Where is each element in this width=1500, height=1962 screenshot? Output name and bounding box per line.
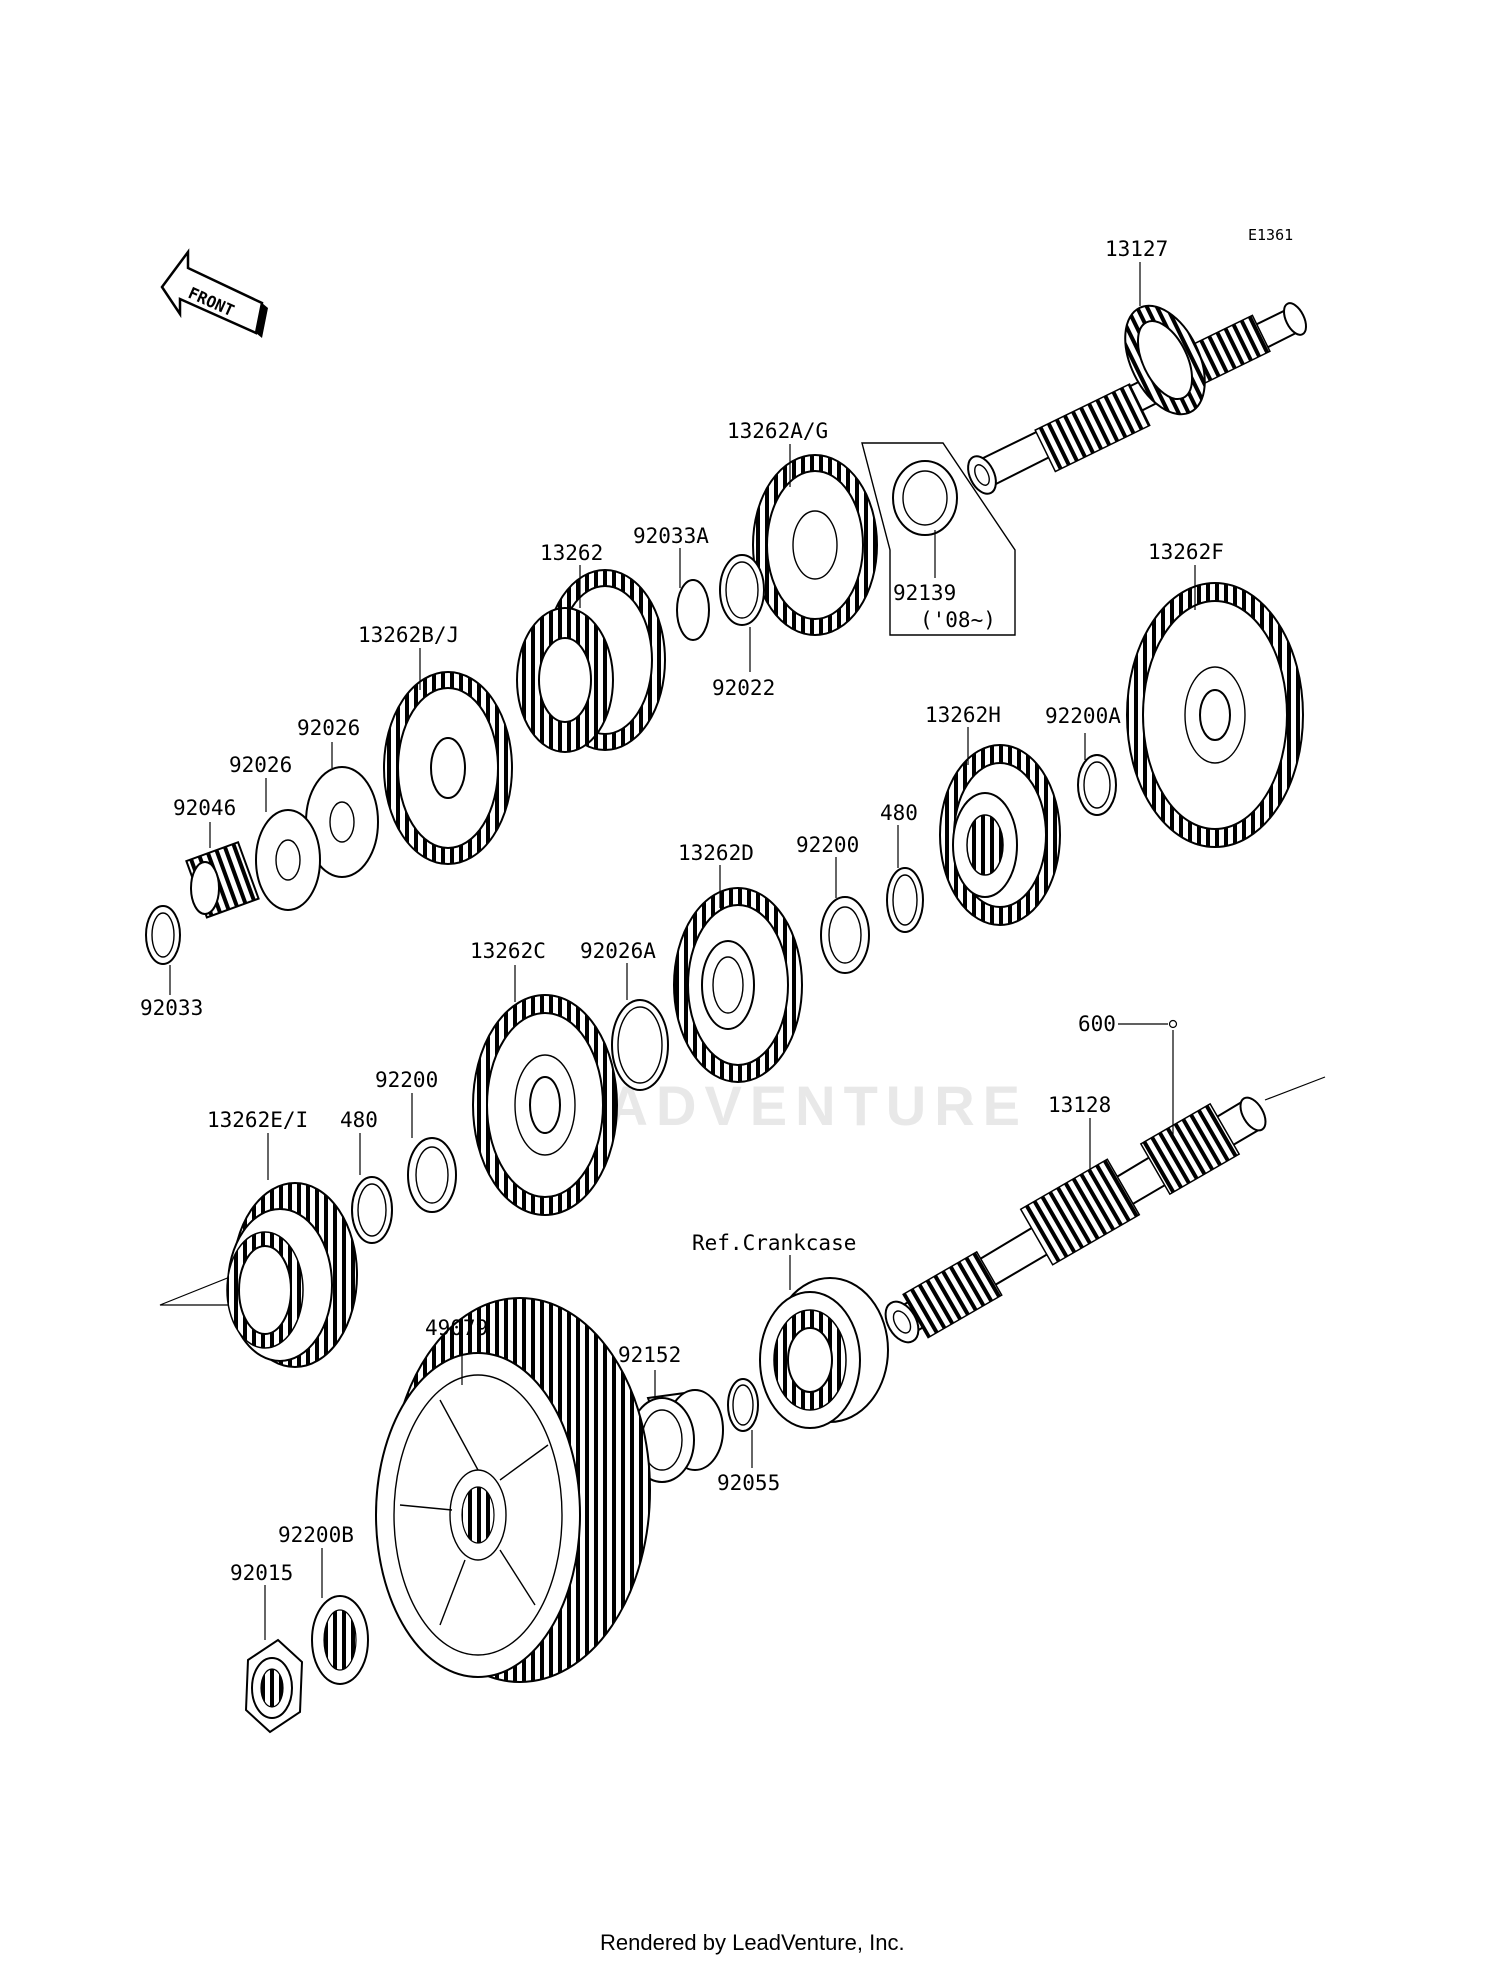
label-13262BJ: 13262B/J (358, 623, 459, 647)
label-13128: 13128 (1048, 1093, 1111, 1117)
washer-92200-a (820, 896, 870, 974)
circlip-480-b (351, 1176, 393, 1244)
label-13262: 13262 (540, 541, 603, 565)
label-92026A: 92026A (580, 939, 656, 963)
label-480-b: 480 (340, 1108, 378, 1132)
label-92033A: 92033A (633, 524, 709, 548)
label-92139: 92139 (893, 581, 956, 605)
label-92200B: 92200B (278, 1523, 354, 1547)
bearing-crankcase (759, 1277, 889, 1429)
nut-92015 (244, 1638, 304, 1734)
label-92046: 92046 (173, 796, 236, 820)
label-13262F: 13262F (1148, 540, 1224, 564)
shaft-13128 (884, 1076, 1326, 1344)
gear-13262D (673, 887, 803, 1083)
label-92200-b: 92200 (375, 1068, 438, 1092)
gear-13262 (516, 569, 666, 753)
circlip-92033 (145, 905, 181, 965)
shaft-13127 (967, 302, 1307, 495)
gear-13262H (939, 744, 1061, 926)
gear-13262AG (752, 454, 878, 636)
label-92200A: 92200A (1045, 704, 1121, 728)
label-92139-note: ('08~) (920, 608, 996, 632)
washer-92026A (611, 999, 669, 1091)
gear-49079 (375, 1297, 651, 1683)
label-13127: 13127 (1105, 237, 1168, 261)
washer-92026-b (255, 809, 321, 911)
label-92033: 92033 (140, 996, 203, 1020)
label-92200-a: 92200 (796, 833, 859, 857)
label-600: 600 (1078, 1012, 1116, 1036)
collar-92152 (629, 1389, 724, 1483)
gear-13262F (1126, 582, 1304, 848)
gear-13262C (472, 994, 618, 1216)
label-92152: 92152 (618, 1343, 681, 1367)
label-92055: 92055 (717, 1471, 780, 1495)
label-92026-a: 92026 (297, 716, 360, 740)
label-92026-b: 92026 (229, 753, 292, 777)
gear-13262BJ (383, 671, 513, 865)
label-49079: 49079 (425, 1316, 488, 1340)
label-13262EI: 13262E/I (207, 1108, 308, 1132)
label-480-a: 480 (880, 801, 918, 825)
label-13262AG: 13262A/G (727, 419, 828, 443)
label-13262C: 13262C (470, 939, 546, 963)
label-92022: 92022 (712, 676, 775, 700)
footer-credit: Rendered by LeadVenture, Inc. (600, 1930, 905, 1955)
bushing-92139 (892, 460, 958, 536)
label-92015: 92015 (230, 1561, 293, 1585)
ring-92022 (719, 554, 765, 626)
label-ref-crankcase: Ref.Crankcase (692, 1231, 856, 1255)
gear-13262EI (159, 1182, 358, 1368)
front-arrow-icon: FRONT (160, 248, 268, 338)
washer-92200-b (407, 1137, 457, 1213)
label-13262H: 13262H (925, 703, 1001, 727)
circlip-92033A (676, 579, 710, 641)
label-13262D: 13262D (678, 841, 754, 865)
bearing-92046 (185, 840, 260, 919)
diagram-code: E1361 (1248, 226, 1293, 244)
